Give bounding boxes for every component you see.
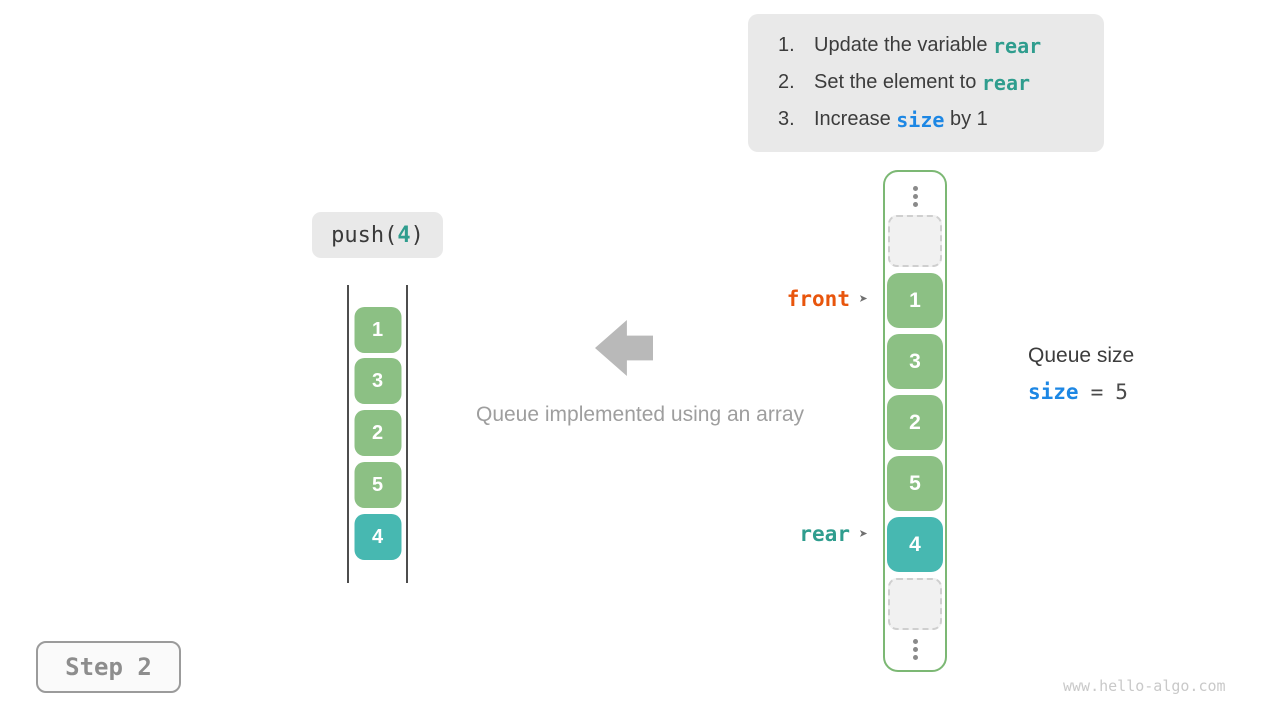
- vertical-ellipsis-icon: [912, 183, 918, 209]
- array-view: 1 3 2 5 4: [883, 170, 947, 672]
- front-pointer-label: front: [786, 287, 850, 311]
- instruction-text: Update the variable: [814, 34, 994, 56]
- left-block-arrow-icon: [595, 320, 653, 376]
- push-code-pre: push(: [331, 222, 398, 248]
- rear-pointer-label: rear: [799, 522, 850, 546]
- instructions-panel: 1. Update the variable rear 2. Set the e…: [748, 14, 1104, 152]
- pointer-arrow-icon: ➤: [858, 290, 868, 308]
- size-variable: size: [1028, 380, 1079, 404]
- stack-view: 1 3 2 5 4: [347, 285, 408, 583]
- stack-cell: 2: [354, 410, 401, 456]
- caption: Queue implemented using an array: [475, 403, 805, 426]
- array-cell: 1: [887, 273, 943, 328]
- instruction-item: 3. Increase size by 1: [778, 101, 1104, 138]
- item-number: 1.: [778, 34, 795, 56]
- watermark: www.hello-algo.com: [1063, 677, 1226, 695]
- queue-size-title: Queue size: [1028, 344, 1135, 367]
- front-pointer: front ➤: [758, 287, 868, 311]
- instruction-text: Set the element to: [814, 71, 982, 93]
- inline-code-rear: rear: [981, 70, 1031, 95]
- empty-cell: [888, 578, 942, 630]
- vertical-ellipsis-icon: [912, 636, 918, 662]
- inline-code-rear: rear: [993, 33, 1042, 58]
- array-cell: 4: [887, 517, 943, 572]
- instruction-item: 1. Update the variable rear: [778, 27, 1104, 64]
- array-cell: 5: [887, 456, 943, 511]
- rear-pointer: rear ➤: [758, 522, 868, 546]
- queue-size-value-line: size = 5: [1028, 380, 1134, 404]
- instruction-item: 2. Set the element to rear: [778, 64, 1104, 101]
- stack-cell: 1: [354, 307, 401, 353]
- stack-cell: 4: [354, 514, 401, 560]
- array-cell: 3: [887, 334, 943, 389]
- inline-code-size: size: [896, 107, 945, 132]
- stack-cell: 3: [354, 358, 401, 404]
- array-cell: 2: [887, 395, 943, 450]
- equals-sign: =: [1090, 380, 1104, 404]
- empty-cell: [888, 215, 942, 267]
- instruction-text: Increase: [814, 108, 897, 130]
- stack-cell: 5: [354, 462, 401, 508]
- size-value: 5: [1115, 380, 1128, 404]
- pointer-arrow-icon: ➤: [858, 525, 868, 543]
- push-code-post: ): [410, 222, 424, 248]
- item-number: 3.: [778, 108, 795, 130]
- push-operation-label: push(4): [312, 212, 443, 258]
- instruction-text: by 1: [944, 108, 988, 130]
- step-badge: Step 2: [36, 641, 181, 693]
- push-argument: 4: [397, 222, 411, 248]
- queue-size-block: Queue size size = 5: [1028, 344, 1134, 404]
- item-number: 2.: [778, 71, 795, 93]
